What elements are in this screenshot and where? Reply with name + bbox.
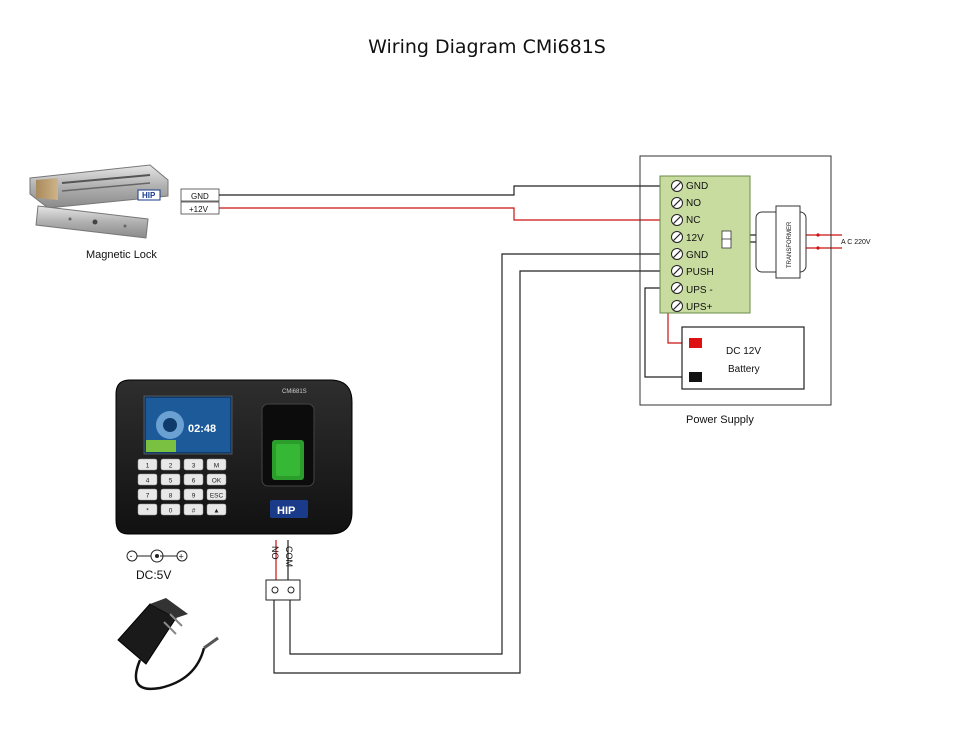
keypad-key-label: 6 <box>192 478 196 485</box>
terminal-screw-slot <box>673 302 681 310</box>
magnetic-lock: HIP Magnetic Lock GND +12V <box>29 164 220 261</box>
keypad-key <box>206 473 227 486</box>
ac-input-label: A C 220V <box>841 239 871 246</box>
dc-polarity-symbol: - + DC:5V <box>126 549 188 582</box>
screen-time: 02:48 <box>188 423 216 435</box>
keypad-key-label: * <box>146 508 149 515</box>
wire-push-to-no <box>273 270 677 674</box>
terminal-label-nc: NC <box>686 215 700 226</box>
terminal-label-ups-minus: UPS - <box>686 285 713 296</box>
keypad-key <box>137 488 158 501</box>
keypad-key <box>160 458 181 471</box>
terminal-screw-slot <box>673 284 681 292</box>
keypad-key-label: 8 <box>169 493 173 500</box>
dc-label: DC:5V <box>136 568 171 582</box>
terminal-label-gnd-2: GND <box>686 250 708 261</box>
terminal-screws <box>671 180 683 312</box>
dc-minus: - <box>130 551 133 561</box>
device-model: CMi681S <box>282 389 307 395</box>
keypad-key-label: M <box>214 463 219 470</box>
keypad-key-label: ESC <box>210 493 224 500</box>
terminal-screw-slot <box>673 182 681 190</box>
power-supply-box <box>639 155 832 406</box>
keypad-key-label: 2 <box>169 463 173 470</box>
device-keypad: 1 2 3 M 4 5 6 OK 7 8 9 ESC * 0 # ▲ <box>137 458 227 516</box>
battery-negative-terminal <box>689 372 702 382</box>
keypad-key <box>160 488 181 501</box>
battery <box>681 326 805 390</box>
attendance-device: 02:48 CMi681S HIP 1 2 3 M 4 5 6 OK 7 8 9 ESC * 0 # ▲ <box>115 379 353 535</box>
keypad-key <box>206 503 227 516</box>
relay-terminal: NO COM <box>265 546 301 601</box>
terminal-label-gnd: GND <box>686 181 708 192</box>
relay-label-com: COM <box>284 546 294 567</box>
lock-wire-label-gnd: GND <box>191 192 209 201</box>
keypad-key <box>160 503 181 516</box>
keypad-key-label: 5 <box>169 478 173 485</box>
keypad-key-label: # <box>192 508 196 515</box>
keypad-key <box>183 458 204 471</box>
keypad-key <box>183 503 204 516</box>
terminal-label-12v: 12V <box>686 233 704 244</box>
battery-label-line2: Battery <box>728 364 760 375</box>
device-brand: HIP <box>277 505 295 517</box>
terminal-label-no: NO <box>686 198 701 209</box>
keypad-key <box>183 473 204 486</box>
terminal-label-ups-plus: UPS+ <box>686 302 713 313</box>
battery-label-line1: DC 12V <box>726 346 761 357</box>
keypad-key-label: 3 <box>192 463 196 470</box>
device-brand-badge <box>270 500 308 518</box>
diagram-title: Wiring Diagram CMi681S <box>368 36 606 58</box>
keypad-key-label: 0 <box>169 508 173 515</box>
transformer-connector-2 <box>721 238 732 249</box>
keypad-key <box>206 458 227 471</box>
terminal-screw-slot <box>673 267 681 275</box>
power-supply-label: Power Supply <box>686 414 754 426</box>
keypad-key <box>160 473 181 486</box>
transformer-core <box>775 205 801 279</box>
keypad-key-label: 4 <box>146 478 150 485</box>
keypad-key-label: 9 <box>192 493 196 500</box>
terminal-label-push: PUSH <box>686 267 714 278</box>
keypad-key-label: 7 <box>146 493 150 500</box>
magnetic-lock-brand: HIP <box>142 191 156 200</box>
keypad-key-label: ▲ <box>213 508 219 515</box>
lock-wire-label-12v: +12V <box>189 205 209 214</box>
keypad-key <box>137 473 158 486</box>
relay-label-no: NO <box>270 546 280 560</box>
dc-plus: + <box>179 552 184 562</box>
relay-terminal-block <box>265 579 301 601</box>
wire-gnd-to-com <box>289 253 677 655</box>
wire-gnd-lock <box>219 185 677 196</box>
magnetic-lock-image: HIP <box>29 164 169 239</box>
keypad-key <box>137 458 158 471</box>
keypad-key <box>206 488 227 501</box>
keypad-key <box>137 503 158 516</box>
terminal-screw-slot <box>673 233 681 241</box>
terminal-screw-slot <box>673 250 681 258</box>
keypad-key <box>183 488 204 501</box>
terminal-screw-slot <box>673 199 681 207</box>
battery-positive-terminal <box>689 338 702 348</box>
power-supply: GND NO NC 12V GND PUSH UPS - UPS+ TRANSF… <box>639 155 871 426</box>
transformer-label: TRANSFORMER <box>787 221 793 268</box>
wire-12v-lock <box>219 207 677 221</box>
magnetic-lock-label: Magnetic Lock <box>86 249 157 261</box>
terminal-screw-slot <box>673 216 681 224</box>
power-adapter-image <box>117 598 219 691</box>
keypad-key-label: OK <box>212 478 222 485</box>
keypad-key-label: 1 <box>146 463 150 470</box>
